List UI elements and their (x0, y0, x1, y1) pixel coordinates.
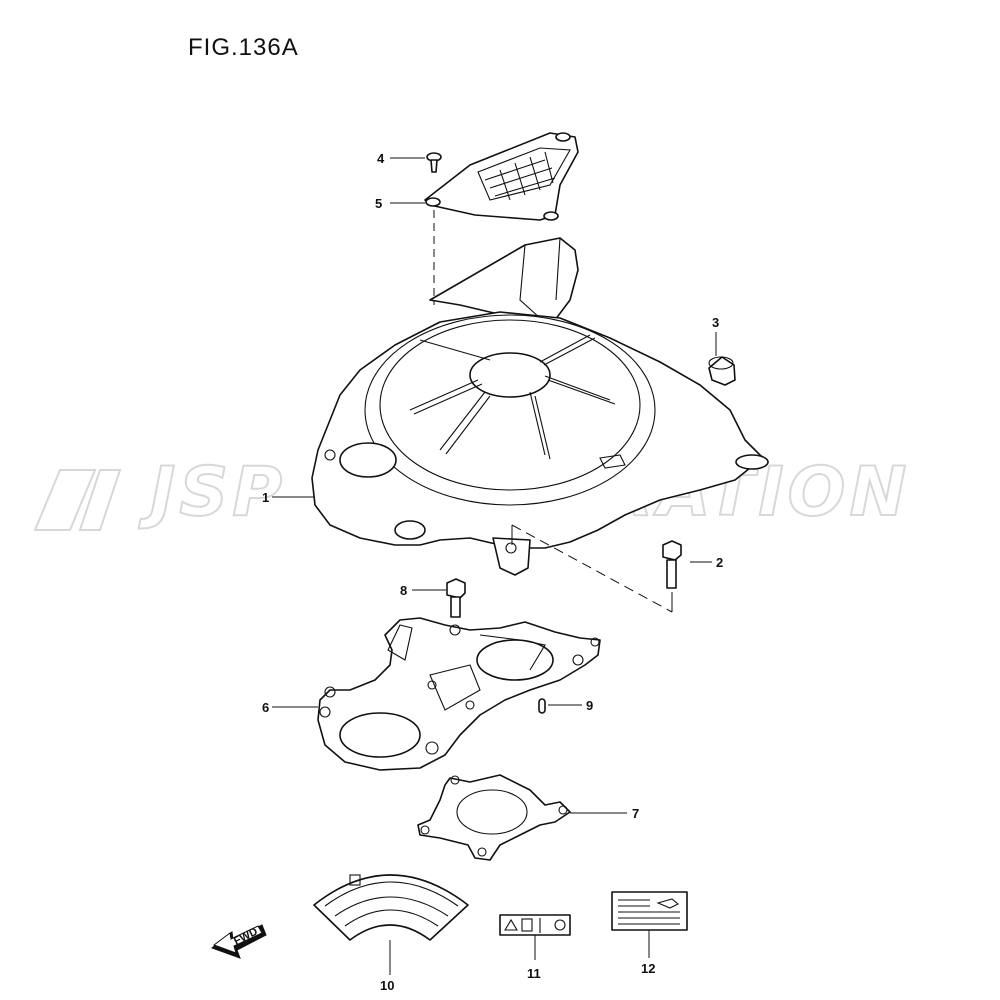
fwd-arrow-icon: FWD (210, 924, 267, 959)
callout-3: 3 (712, 315, 719, 330)
part-6-mounting-plate (317, 617, 601, 771)
callout-2: 2 (716, 555, 723, 570)
part-12-info-label (611, 891, 688, 931)
callout-11: 11 (527, 966, 541, 981)
callout-10: 10 (380, 978, 394, 993)
callout-8: 8 (400, 583, 407, 598)
part-1-flywheel-cover (311, 237, 769, 576)
part-8-bolt (446, 578, 466, 618)
part-7-gasket (417, 774, 571, 861)
callouts: 4 5 3 1 2 8 6 9 7 10 11 12 (262, 151, 723, 993)
callout-5: 5 (375, 196, 382, 211)
part-10-curved-label (313, 874, 469, 941)
part-5-grille-cover (424, 132, 579, 221)
part-9-pin (538, 698, 546, 714)
callout-9: 9 (586, 698, 593, 713)
part-11-warning-label (499, 914, 571, 936)
leader-lines (272, 157, 717, 975)
callout-12: 12 (641, 961, 655, 976)
callout-1: 1 (262, 490, 269, 505)
part-2-bolt (662, 540, 682, 589)
part-3-grommet (708, 356, 736, 386)
callout-6: 6 (262, 700, 269, 715)
callout-7: 7 (632, 806, 639, 821)
figure-title: FIG.136A (188, 34, 299, 61)
callout-4: 4 (377, 151, 385, 166)
part-4-screw (426, 152, 442, 173)
